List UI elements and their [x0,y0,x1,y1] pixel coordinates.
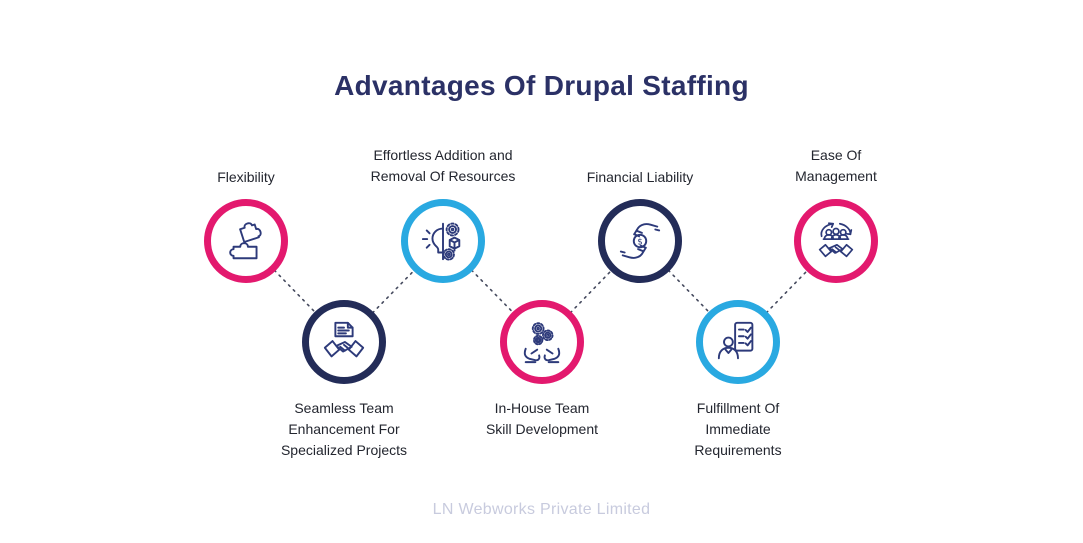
idea-implementation-icon [421,222,461,261]
hands-gears-icon [523,322,561,364]
step-circle: $ [598,199,682,283]
step-label: Financial Liability [586,169,694,185]
svg-text:$: $ [637,237,642,247]
step-circle [500,300,584,384]
step-circle [401,199,485,283]
step-label: Fulfillment Of Immediate Requirements [694,400,782,458]
step-circle [794,199,878,283]
person-checklist-icon [717,321,754,360]
hands-dollar-icon: $ [619,223,661,259]
step-label: Seamless Team Enhancement For Specialize… [280,400,408,458]
team-handshake-cycle-icon [818,222,854,258]
step-label: Flexibility [217,169,275,185]
step-label: Ease Of Management [795,147,877,184]
step-circle [696,300,780,384]
step-label: In-House Team Skill Development [485,400,599,437]
page-title: Advantages Of Drupal Staffing [334,70,749,101]
footer-brand: LN Webworks Private Limited [432,501,651,518]
puzzle-icon [229,222,262,260]
step-circle [204,199,288,283]
step-label: Effortless Addition and Removal Of Resou… [370,147,516,184]
step-circle [302,300,386,384]
handshake-document-icon [323,321,365,358]
